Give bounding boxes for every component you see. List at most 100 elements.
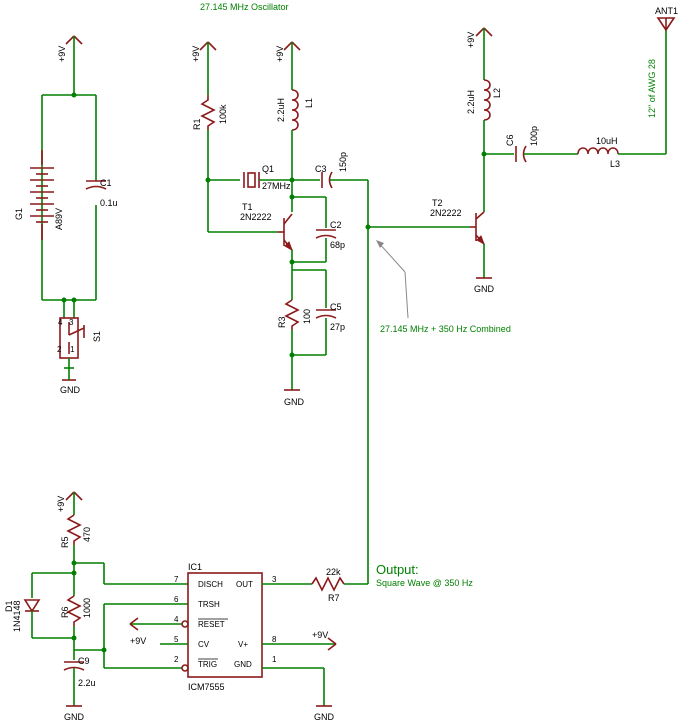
pin-num-1: 1 (272, 655, 277, 664)
pin-num-3: 3 (272, 575, 277, 584)
pin-label-reset: RESET (198, 620, 225, 629)
c6-ref: C6 (505, 134, 515, 146)
capacitor-c3: C3 150p (292, 152, 368, 189)
g1-value: A89V (54, 208, 64, 230)
oscillator-section: +9V R1 100k Q1 27MHz +9V 2.2uH L1 (191, 41, 368, 407)
vcc-label: +9V (191, 46, 201, 62)
pin-label-trsh: TRSH (198, 600, 220, 609)
pin-label-cv: CV (198, 640, 210, 649)
vcc-label: +9V (57, 46, 67, 62)
s1-pin4: 4 (58, 318, 63, 327)
inductor-l3: 10uH L3 (577, 136, 620, 169)
c9-ref: C9 (78, 656, 90, 666)
pin-label-trig: TRIG (198, 660, 217, 669)
junction-dot (71, 635, 77, 641)
r1-ref: R1 (192, 118, 202, 130)
r1-value: 100k (218, 104, 228, 124)
r6-ref: R6 (60, 606, 70, 618)
pin-num-8: 8 (272, 635, 277, 644)
combined-pointer (376, 240, 409, 319)
resistor-r6: R6 1000 (60, 595, 92, 626)
vcc-label: +9V (312, 630, 328, 640)
vcc-label: +9V (56, 496, 66, 512)
ic1-ref: IC1 (188, 562, 202, 572)
antenna-note: 12" of AWG 28 (647, 59, 657, 118)
r5-ref: R5 (60, 536, 70, 548)
d1-ref: D1 (4, 600, 14, 612)
t1-value: 2N2222 (240, 212, 272, 222)
pin-num-7: 7 (174, 575, 179, 584)
t2-ref: T2 (432, 198, 443, 208)
t1-ref: T1 (242, 202, 253, 212)
capacitor-c5: C5 27p (315, 302, 345, 332)
resistor-r5: R5 470 (60, 514, 92, 548)
battery-section: +9V G1 A89V (14, 35, 118, 395)
pin-label-vplus: V+ (238, 640, 248, 649)
capacitor-c2: C2 68p (315, 220, 345, 250)
transistor-t1: T1 2N2222 (240, 202, 293, 252)
s1-pin1: 1 (70, 345, 75, 354)
r5-value: 470 (82, 527, 92, 542)
crystal-q1: Q1 27MHz (243, 164, 292, 191)
r6-value: 1000 (82, 598, 92, 618)
gnd-label: GND (60, 385, 81, 395)
c5-value: 27p (330, 322, 345, 332)
output-stage: +9V 2.2uH L2 C6 100p 10uH L3 ANT1 12" of… (430, 6, 678, 294)
pin-num-5: 5 (174, 635, 179, 644)
r7-ref: R7 (328, 593, 340, 603)
c6-value: 100p (529, 126, 539, 146)
l3-ref: L3 (610, 159, 620, 169)
output-desc: Square Wave @ 350 Hz (376, 578, 473, 588)
vcc-label: +9V (466, 32, 476, 48)
r3-value: 100 (302, 309, 312, 324)
pin-label-disch: DISCH (198, 580, 223, 589)
c1-value: 0.1u (100, 198, 118, 208)
pin-label-out: OUT (236, 580, 253, 589)
capacitor-c6: C6 100p (505, 126, 539, 163)
s1-pin2: 2 (57, 345, 62, 354)
capacitor-c1: C1 0.1u (85, 178, 118, 208)
ic1-value: ICM7555 (188, 682, 225, 692)
l2-value: 2.2uH (466, 90, 476, 114)
inductor-l2: 2.2uH L2 (466, 79, 502, 121)
s1-ref: S1 (92, 331, 102, 342)
vcc-label: +9V (130, 636, 146, 646)
l1-ref: L1 (304, 98, 314, 108)
l2-ref: L2 (492, 88, 502, 98)
gnd-label: GND (64, 712, 85, 722)
c3-ref: C3 (315, 164, 327, 174)
ant1-ref: ANT1 (655, 6, 678, 16)
c2-ref: C2 (330, 220, 342, 230)
pin-num-6: 6 (174, 595, 179, 604)
r7-value: 22k (326, 567, 341, 577)
resistor-r3: R3 100 (277, 299, 312, 330)
capacitor-c9: C9 2.2u (63, 656, 96, 688)
l1-value: 2.2uH (276, 98, 286, 122)
pin-num-4: 4 (174, 615, 179, 624)
t2-value: 2N2222 (430, 208, 462, 218)
c1-ref: C1 (100, 178, 112, 188)
output-title: Output: (376, 562, 419, 577)
oscillator-title: 27.145 MHz Oscillator (200, 2, 289, 12)
pin-num-2: 2 (174, 655, 179, 664)
r3-ref: R3 (277, 316, 287, 328)
antenna-ant1: ANT1 (655, 6, 678, 32)
l3-value: 10uH (596, 136, 618, 146)
q1-ref: Q1 (262, 164, 274, 174)
gnd-label: GND (284, 397, 305, 407)
switch-s1: 4 3 2 1 S1 GND (57, 300, 102, 395)
s1-pin3: 3 (69, 318, 74, 327)
d1-value: 1N4148 (12, 600, 22, 632)
pin-label-gnd: GND (234, 660, 252, 669)
diode-d1: D1 1N4148 (4, 599, 41, 632)
ic1-chip: IC1 ICM7555 DISCH TRSH RESET CV TRIG OUT… (174, 562, 277, 692)
battery-g1: G1 A89V (14, 150, 64, 240)
gnd-label: GND (474, 284, 495, 294)
timer-section: +9V R5 470 D1 1N4148 R6 1000 (4, 491, 473, 722)
transistor-t2: T2 2N2222 (430, 198, 485, 246)
inductor-l1: 2.2uH L1 (276, 89, 314, 131)
resistor-r7: 22k R7 (311, 567, 345, 603)
c2-value: 68p (330, 240, 345, 250)
vcc-label: +9V (275, 46, 285, 62)
